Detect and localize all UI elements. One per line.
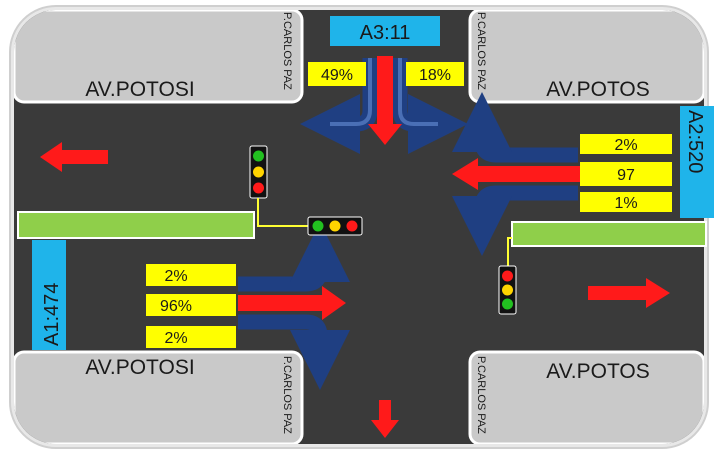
block-top-right [468,10,704,104]
approach-north-label: A3:11 [360,22,411,44]
west-middle-pct-box [146,294,236,316]
block-bottom-left-label: AV.POTOSI [85,356,194,379]
west-turn-up-arrow [238,222,350,292]
east-top-pct-box [580,134,672,154]
block-top-left [14,10,304,104]
east-middle-pct-box [580,162,672,186]
block-bottom-right [468,350,704,444]
approach-east-label: A2:520 [684,110,706,173]
north-right-pct-box [406,62,464,86]
traffic-light-pole-left [257,198,308,227]
east-bottom-pct: 1% [614,195,637,212]
approach-north-box [330,16,440,46]
approach-west-label: A1:474 [41,283,63,346]
approach-west-box [32,240,66,350]
west-turn-down-arrow [238,314,350,390]
street-label-bottom-right: P.CARLOS PAZ [475,356,487,434]
traffic-light-pole-right [507,237,512,268]
exit-south-arrow [371,400,399,438]
block-top-right-label: AV.POTOS [546,78,650,101]
street-label-bottom-left: P.CARLOS PAZ [281,356,293,434]
traffic-light-icon [249,145,268,199]
west-bottom-pct: 2% [164,330,187,347]
west-middle-pct: 96% [160,298,192,315]
north-left-pct: 49% [321,67,353,84]
east-bottom-pct-box [580,192,672,212]
block-top-left-label: AV.POTOSI [85,78,194,101]
east-turn-up-arrow [452,92,578,163]
traffic-light-icon [498,265,517,315]
north-turn-left-arrow [300,58,378,154]
block-bottom-right-label: AV.POTOS [546,360,650,383]
east-middle-pct: 97 [617,167,635,184]
west-bottom-pct-box [146,326,236,348]
north-right-pct: 18% [419,67,451,84]
traffic-light-icon [307,216,363,236]
exit-east-arrow [588,278,670,308]
east-top-pct: 2% [614,137,637,154]
west-top-pct-box [146,264,236,286]
median-left [17,211,255,239]
north-left-pct-box [308,62,366,86]
street-label-top-right: P.CARLOS PAZ [475,12,487,90]
west-top-pct: 2% [164,268,187,285]
north-turn-right-arrow [392,58,468,154]
exit-west-arrow [40,142,108,172]
street-label-top-left: P.CARLOS PAZ [281,12,293,90]
north-straight-arrow [368,56,402,145]
median-right [511,221,707,247]
east-turn-down-arrow [452,185,578,256]
approach-east-box [680,106,714,218]
east-straight-arrow [452,158,580,190]
block-bottom-left [14,350,304,444]
west-straight-arrow [238,286,346,320]
